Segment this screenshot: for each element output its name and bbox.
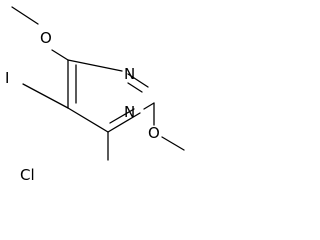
bond-o-methyl-top xyxy=(11,6,39,25)
bond-c5-c4 xyxy=(67,107,109,133)
chlorine-label: Cl xyxy=(20,166,35,184)
oxygen-top-label: O xyxy=(40,29,52,47)
molecule-diagram: O I N N O Cl xyxy=(5,6,185,184)
bond-c6-o xyxy=(51,49,69,61)
bond-n3-c2 xyxy=(143,102,155,110)
bond-n1-c6 xyxy=(67,59,123,72)
iodine-label: I xyxy=(5,69,9,87)
oxygen-right-label: O xyxy=(148,124,160,142)
bond-c2-n1 xyxy=(127,73,149,88)
nitrogen-bottom-label: N xyxy=(124,103,135,121)
nitrogen-top-label: N xyxy=(124,65,135,83)
bond-c5-i xyxy=(22,83,69,109)
double-bond-c2-n1-inner xyxy=(127,82,143,93)
structure-canvas: O I N N O Cl xyxy=(0,0,188,185)
double-bond-c4-n3-inner xyxy=(109,108,135,124)
bond-o-methyl-right xyxy=(161,136,185,151)
bond-c4-n3 xyxy=(107,112,141,133)
